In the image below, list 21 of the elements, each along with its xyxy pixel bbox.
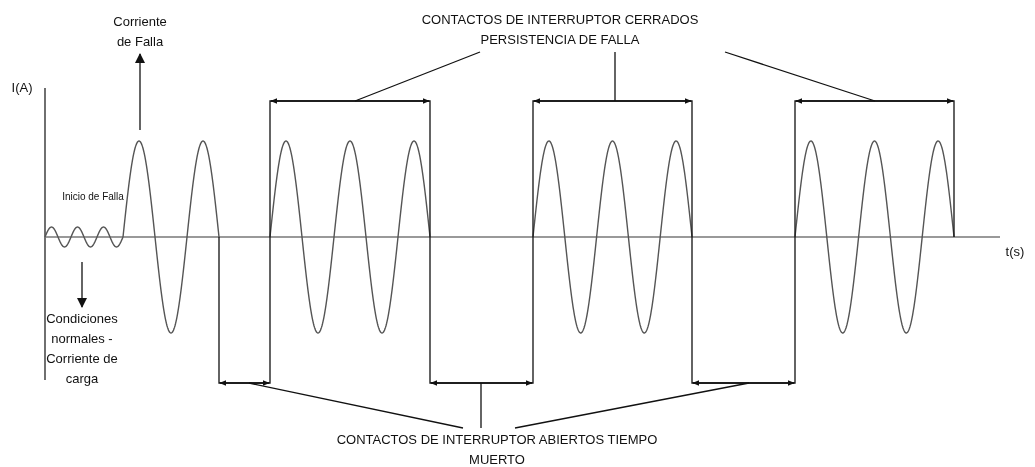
annotation-text: CONTACTOS DE INTERRUPTOR ABIERTOS TIEMPO MUERTO bbox=[317, 430, 677, 467]
interval-dimension-line bbox=[533, 98, 692, 104]
interval-dimension-line bbox=[795, 98, 954, 104]
annotation-text: CONTACTOS DE INTERRUPTOR CERRADOS PERSISTENCIA DE FALLA bbox=[400, 10, 720, 50]
annotation-text: Corriente de Falla bbox=[105, 12, 175, 52]
interval-dimension-line bbox=[270, 98, 430, 104]
leader-line bbox=[480, 382, 482, 429]
arrow bbox=[77, 261, 87, 308]
interval-dimension-line bbox=[430, 380, 533, 386]
leader-line bbox=[514, 382, 750, 429]
axis-label: t(s) bbox=[1004, 244, 1026, 260]
leader-line bbox=[724, 51, 876, 102]
leader-line bbox=[614, 51, 616, 102]
interval-dimension-line bbox=[219, 380, 270, 386]
axis-label: I(A) bbox=[10, 80, 34, 96]
annotation-text: Condiciones normales - Corriente de carga bbox=[30, 309, 134, 389]
leader-line bbox=[248, 382, 464, 429]
arrow bbox=[135, 53, 145, 131]
annotation-text: Inicio de Falla bbox=[61, 190, 125, 203]
interval-dimension-line bbox=[692, 380, 795, 386]
leader-line bbox=[354, 51, 481, 102]
